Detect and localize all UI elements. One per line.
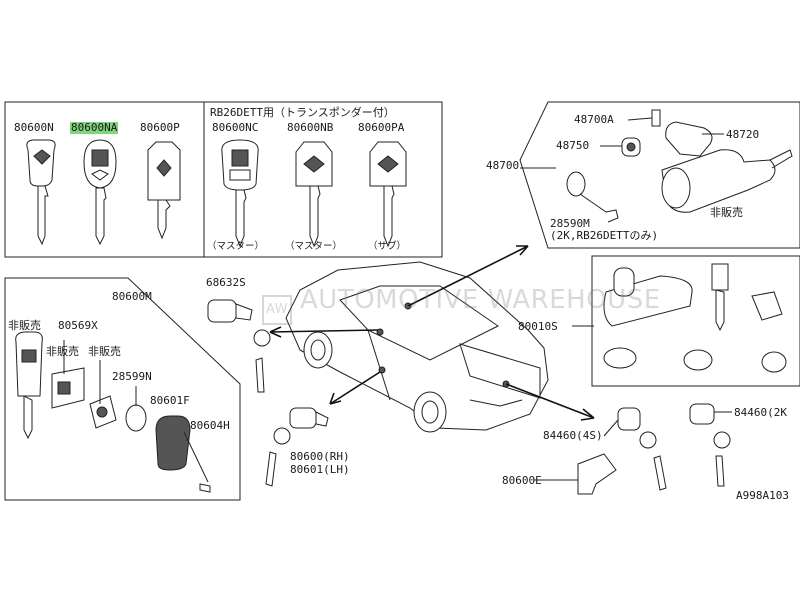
- lock-cylinders-drawing: [207, 299, 731, 495]
- key-80600PA-drawing: [369, 141, 407, 248]
- callout-arrows: [269, 245, 595, 421]
- ignition-lock-drawing: [566, 109, 793, 223]
- part-label-80601LH: 80601(LH): [290, 463, 350, 476]
- part-label-84460-4S: 84460(4S): [543, 429, 603, 442]
- key-80600NB-drawing: [295, 141, 333, 248]
- car-drawing: [285, 261, 549, 433]
- rb26-heading: RB26DETT用（トランスポンダー付）: [210, 106, 395, 119]
- key-80600P-drawing: [147, 141, 181, 240]
- note-28590M: (2K,RB26DETTのみ): [550, 229, 659, 242]
- key-80600N-drawing: [26, 139, 56, 246]
- not-sold-cover-2: 非販売: [88, 345, 121, 358]
- group-label-48700: 48700: [486, 159, 520, 172]
- watermark-text: AUTOMOTIVE WAREHOUSE: [300, 285, 661, 315]
- not-sold-ignition: 非販売: [710, 206, 743, 219]
- lock-set-drawing: [603, 263, 787, 373]
- leader-48700A: [627, 117, 653, 121]
- part-label-80600N: 80600N: [14, 121, 54, 134]
- part-label-48700A: 48700A: [574, 113, 614, 126]
- caption-master-1: （マスター）: [207, 241, 265, 252]
- leader-80604H: [183, 431, 209, 483]
- part-label-80569X: 80569X: [58, 319, 98, 332]
- part-label-80600RH: 80600(RH): [290, 450, 350, 463]
- part-label-80600NB: 80600NB: [287, 121, 334, 134]
- caption-sub: （サブ）: [368, 241, 407, 252]
- part-label-80601F: 80601F: [150, 394, 190, 407]
- part-label-48750: 48750: [556, 139, 590, 152]
- part-label-80600E: 80600E: [502, 474, 542, 487]
- part-label-80010S: 80010S: [518, 320, 558, 333]
- not-sold-remote: 非販売: [8, 319, 41, 332]
- watermark: AW AUTOMOTIVE WAREHOUSE: [262, 285, 661, 325]
- key-set-box: [4, 101, 443, 258]
- part-label-48720: 48720: [726, 128, 760, 141]
- watermark-logo: AW: [262, 295, 292, 325]
- figure-code: A998A103: [736, 489, 789, 502]
- part-label-84460-2K: 84460(2K: [734, 406, 787, 419]
- part-label-68632S: 68632S: [206, 276, 246, 289]
- part-label-80604H: 80604H: [190, 419, 230, 432]
- part-label-28590M: 28590M: [550, 217, 590, 230]
- part-label-80600NA: 80600NA: [70, 121, 119, 134]
- remote-box: [4, 277, 241, 501]
- not-sold-cover-1: 非販売: [46, 345, 79, 358]
- lock-set-box: [591, 255, 800, 387]
- remote-key-drawing: [15, 331, 211, 493]
- part-label-80600NC: 80600NC: [212, 121, 259, 134]
- ignition-box: [519, 101, 800, 249]
- part-label-28599N: 28599N: [112, 370, 152, 383]
- part-label-80600P: 80600P: [140, 121, 180, 134]
- part-label-80600PA: 80600PA: [358, 121, 405, 134]
- key-80600NC-drawing: [221, 139, 259, 248]
- leader-84460-4S: [603, 419, 619, 437]
- key-80600NA-drawing: [83, 139, 117, 246]
- caption-master-2: （マスター）: [285, 241, 343, 252]
- group-label-80600M: 80600M: [112, 290, 152, 303]
